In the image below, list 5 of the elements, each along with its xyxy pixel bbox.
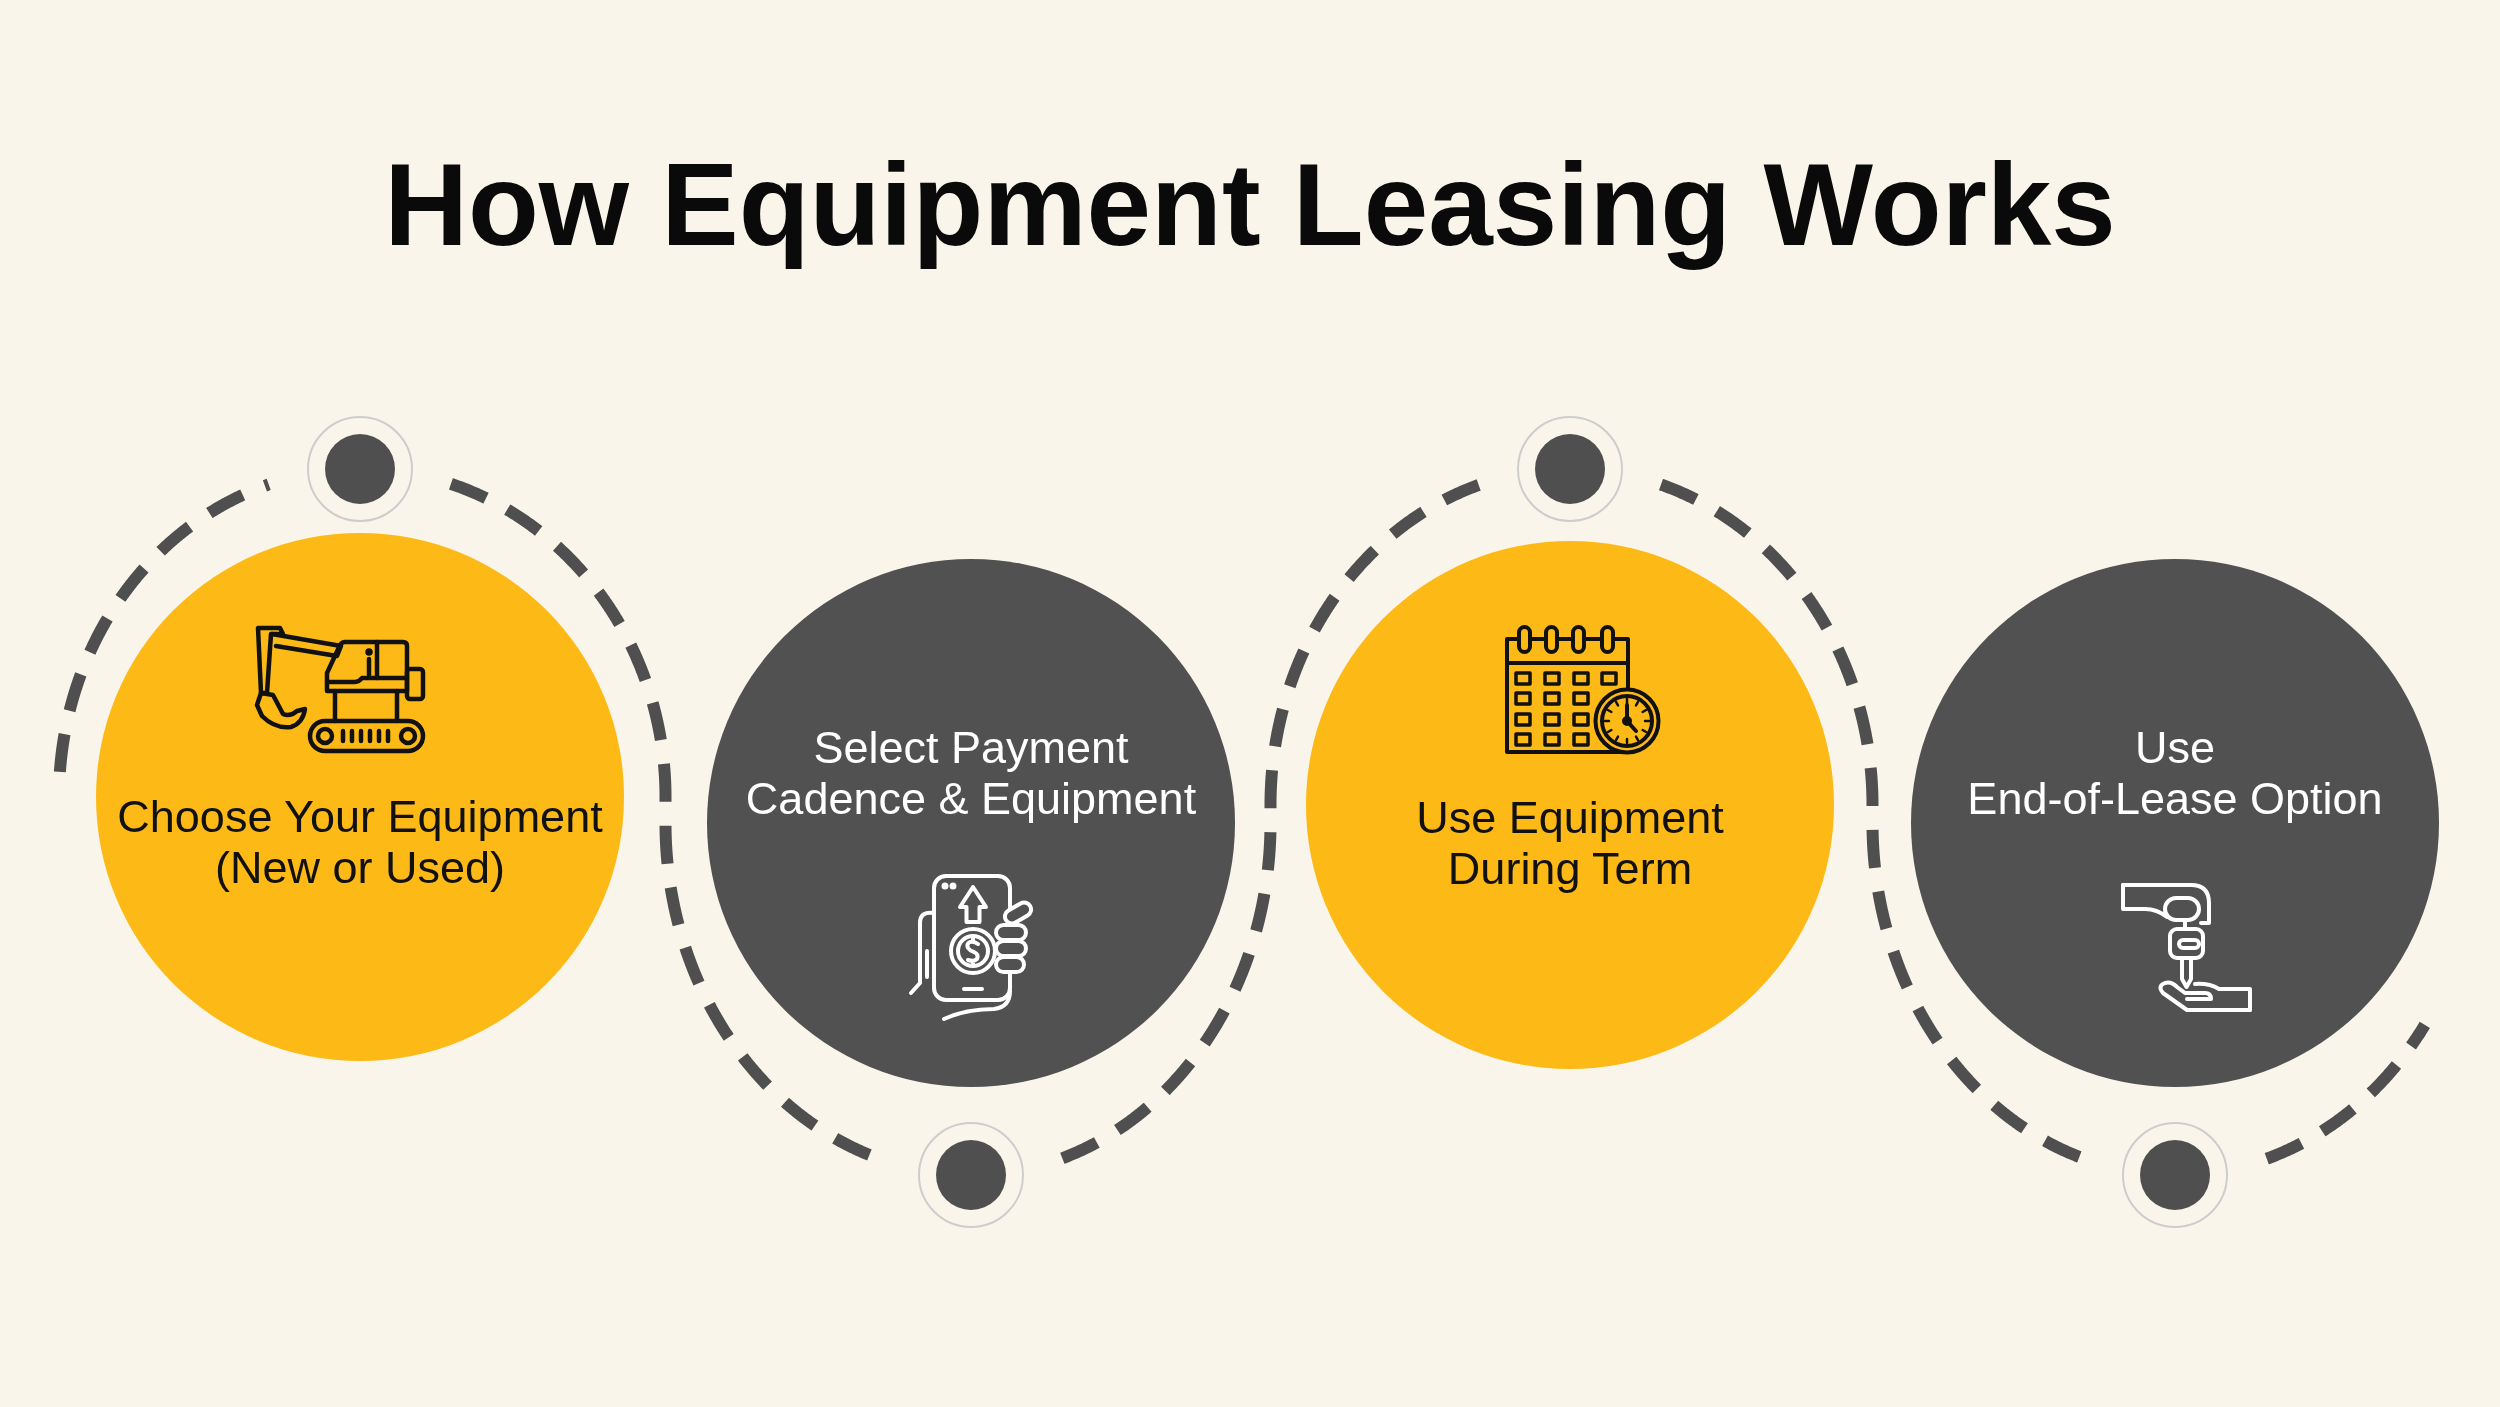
step-label: Select Payment Cadence & Equipment <box>745 722 1197 824</box>
step-label: Use Equipment During Term <box>1416 792 1724 894</box>
step-label: Use End-of-Lease Option <box>1967 722 2383 824</box>
title: How Equipment Leasing Works <box>384 139 2116 272</box>
step-label: Choose Your Equipment (New or Used) <box>117 791 603 893</box>
